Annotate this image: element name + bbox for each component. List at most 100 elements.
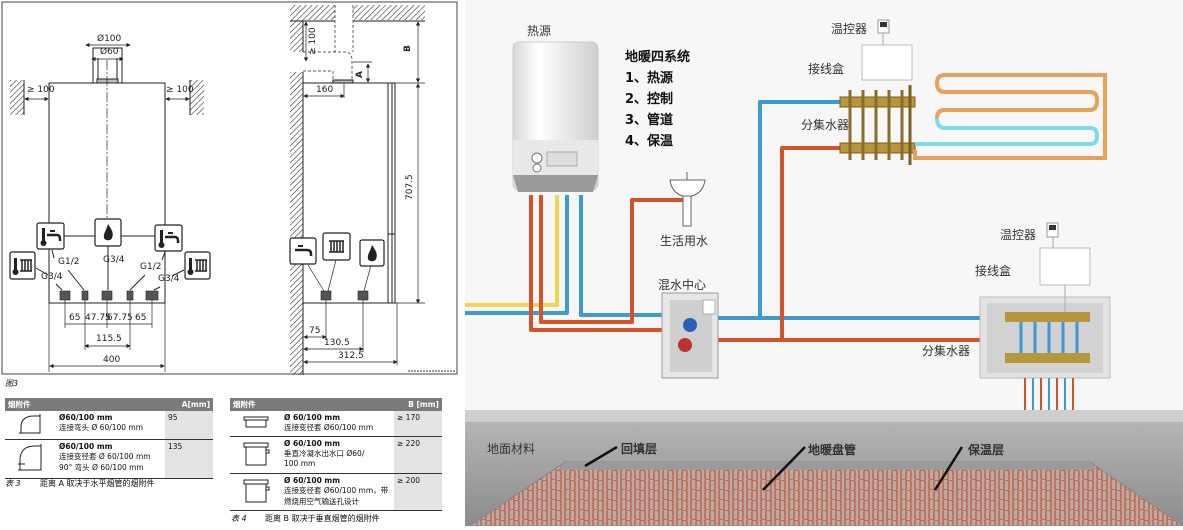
manifold-upper [839, 85, 916, 165]
manifold-1-label: 分集水器 [801, 118, 850, 132]
installation-drawing: Ø100 Ø60 ≥ 100 ≥ 100 G1/2 G3/4 G1/2 G3/4… [0, 0, 460, 378]
spacing-dim: 67.75 [107, 313, 133, 323]
insulation-layer-label: 保温层 [968, 443, 1005, 457]
mixing-center-label: 混水中心 [658, 278, 707, 292]
drawing-lines [1, 1, 458, 375]
side-view [290, 5, 455, 375]
left-wall-hatch [10, 80, 24, 115]
thermostat-2-label: 温控器 [1000, 228, 1037, 242]
junction-box-1 [861, 44, 913, 81]
row-value: ≥ 170 [394, 411, 442, 437]
system-item: 2、控制 [625, 92, 674, 107]
manifold-2-label: 分集水器 [922, 344, 971, 358]
room-heating-loop [913, 73, 1107, 160]
floor-feed-pipes [1024, 378, 1074, 410]
floor-heating-diagram: 热源 地暖四系统 1、热源 2、控制 3、管道 4、保温 温控器 接线盒 分集水… [465, 0, 1183, 527]
row-spec: Ø 60/100 mm [284, 475, 341, 485]
spacing-dim: 47.75 [85, 313, 111, 323]
air-inlet-reducer-icon [230, 473, 281, 511]
radiator-thermometer-icon [9, 251, 36, 280]
table-header-item: 烟附件 [230, 398, 394, 411]
insulation-pointer [933, 446, 964, 491]
table4-caption: 距离 B 取决于垂直烟管的烟附件 [265, 514, 380, 523]
row-spec: Ø 60/100 mm [284, 413, 341, 422]
table4-caption-number: 表 4 [231, 514, 247, 523]
table-header-item: 烟附件 [5, 398, 165, 411]
left-clearance-dim: ≥ 100 [27, 85, 55, 95]
junction-box-1-label: 接线盒 [808, 62, 845, 76]
elbow-icon [5, 411, 56, 440]
boiler [512, 41, 599, 192]
supply-pipes [465, 100, 980, 342]
row-value: 135 [165, 439, 213, 479]
row-desc: 连接变径套 Ø60/100 mm [284, 423, 374, 432]
row-desc: 连接弯头 Ø 60/100 mm [59, 423, 144, 432]
coil-pointer [762, 446, 806, 491]
table-header-value: B [mm] [394, 398, 442, 411]
row-value: ≥ 200 [394, 473, 442, 511]
cold-water-tap-icon [289, 237, 317, 265]
thermostat-1-label: 温控器 [831, 22, 868, 36]
connection-label: G1/2 [58, 257, 80, 267]
flue-outer-diameter: Ø100 [97, 34, 122, 44]
heating-coil-slab [468, 461, 1183, 527]
mixing-center-unit [661, 292, 719, 379]
sink-icon [669, 172, 706, 227]
boiler-side-outline [302, 82, 396, 304]
flue-inner-diameter: Ø60 [100, 47, 119, 57]
row-spec: Ø60/100 mm [59, 442, 113, 451]
row-value: ≥ 220 [394, 436, 442, 474]
connection-label: G3/4 [158, 274, 180, 284]
system-item: 3、管道 [625, 113, 674, 128]
junction-box-2 [1039, 247, 1091, 286]
row-desc-2: 燃烧用空气输送孔设计 [284, 496, 359, 506]
row-desc: 连接变径套 Ø60/100 mm，带 [284, 485, 389, 495]
row-desc-2: 90° 弯头 Ø 60/100 mm [59, 463, 144, 472]
row-desc: 垂直冷凝水出水口 Ø60/ [284, 448, 365, 458]
manifold-cabinet [979, 296, 1111, 379]
domestic-water-label: 生活用水 [660, 234, 709, 248]
front-connectors [59, 290, 159, 301]
connection-label: G3/4 [103, 255, 125, 265]
connection-label: G3/4 [41, 272, 63, 282]
hot-water-tap-icon [36, 222, 65, 250]
heating-diagram-graphics [465, 19, 1183, 527]
dim-75: 75 [309, 326, 321, 336]
row-spec: Ø60/100 mm [59, 413, 113, 422]
table3-caption-number: 表 3 [5, 479, 21, 488]
height-dim: 707.5 [405, 174, 415, 200]
table-header-value: A[mm] [165, 398, 213, 411]
front-view [10, 42, 204, 372]
spacing-dim: 65 [69, 313, 81, 323]
reducer-icon [230, 411, 281, 437]
dim-312-5: 312.5 [338, 351, 364, 361]
gas-flame-icon [94, 218, 122, 247]
radiator-icon [322, 232, 351, 261]
dim-a: A [355, 71, 365, 78]
system-title: 地暖四系统 [625, 50, 691, 65]
table3-caption: 距离 A 取决于水平烟管的烟附件 [40, 479, 155, 488]
width-dim: 400 [103, 355, 121, 365]
dim-160: 160 [316, 85, 334, 95]
gas-flame-icon [359, 239, 385, 267]
backfill-layer-label: 回填层 [621, 442, 658, 456]
right-wall-hatch [190, 80, 204, 115]
junction-box-2-label: 接线盒 [975, 264, 1012, 278]
hot-water-tap-icon [154, 224, 183, 252]
floor-material-label: 地面材料 [487, 442, 536, 456]
right-clearance-dim: ≥ 100 [166, 85, 194, 95]
row-desc: 连接变径套 Ø 60/100 mm [59, 452, 151, 461]
figure-caption: 图3 [5, 379, 19, 388]
dim-b: B [403, 45, 413, 52]
radiator-thermometer-icon [184, 251, 211, 280]
side-connectors [320, 290, 369, 301]
middle-dim: 115.5 [96, 334, 122, 344]
spacing-dim: 65 [135, 313, 147, 323]
